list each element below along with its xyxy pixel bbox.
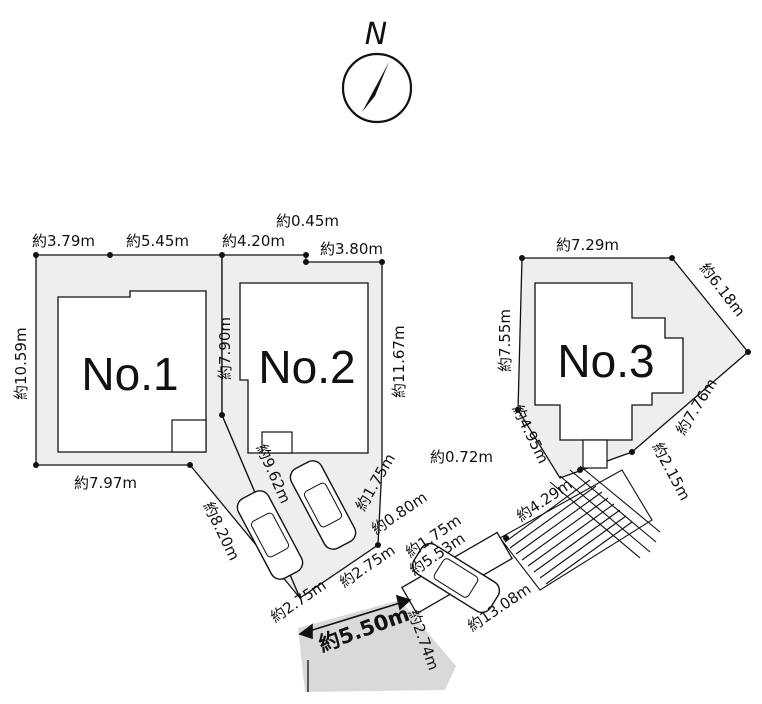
dim-label: 約3.80m [320, 240, 383, 258]
boundary-points [33, 252, 751, 548]
compass-circle [341, 52, 413, 124]
building-label-no3: No.3 [557, 335, 654, 387]
dim-label: 約7.90m [216, 317, 234, 380]
north-arrow-icon [362, 62, 389, 112]
building-no2 [239, 282, 369, 454]
car-no2 [289, 460, 357, 550]
dim-label: 約7.97m [74, 474, 137, 492]
dim-label: 約7.29m [556, 236, 619, 254]
north-compass: N [341, 17, 413, 124]
dim-label: 約11.67m [390, 325, 408, 398]
access-path-no3 [499, 465, 661, 591]
dim-label: 約5.45m [126, 232, 189, 250]
car-no1 [236, 490, 304, 580]
building-no1 [57, 290, 207, 453]
north-label: N [365, 17, 387, 52]
frontage-arrow [298, 594, 412, 640]
dim-label: 約0.72m [430, 448, 493, 466]
building-label-no2: No.2 [258, 341, 355, 393]
building-no3-entry [582, 439, 608, 469]
building-label-no1: No.1 [81, 348, 178, 400]
dim-label: 約0.45m [276, 212, 339, 230]
car-no3 [411, 542, 501, 614]
dim-label: 約10.59m [12, 327, 30, 400]
dim-label: 約4.20m [222, 232, 285, 250]
building-no3 [534, 282, 684, 441]
dim-label: 約7.55m [496, 309, 514, 372]
building-no2-entry [261, 431, 293, 454]
dim-label: 約3.79m [32, 232, 95, 250]
building-no1-entry [171, 419, 207, 453]
